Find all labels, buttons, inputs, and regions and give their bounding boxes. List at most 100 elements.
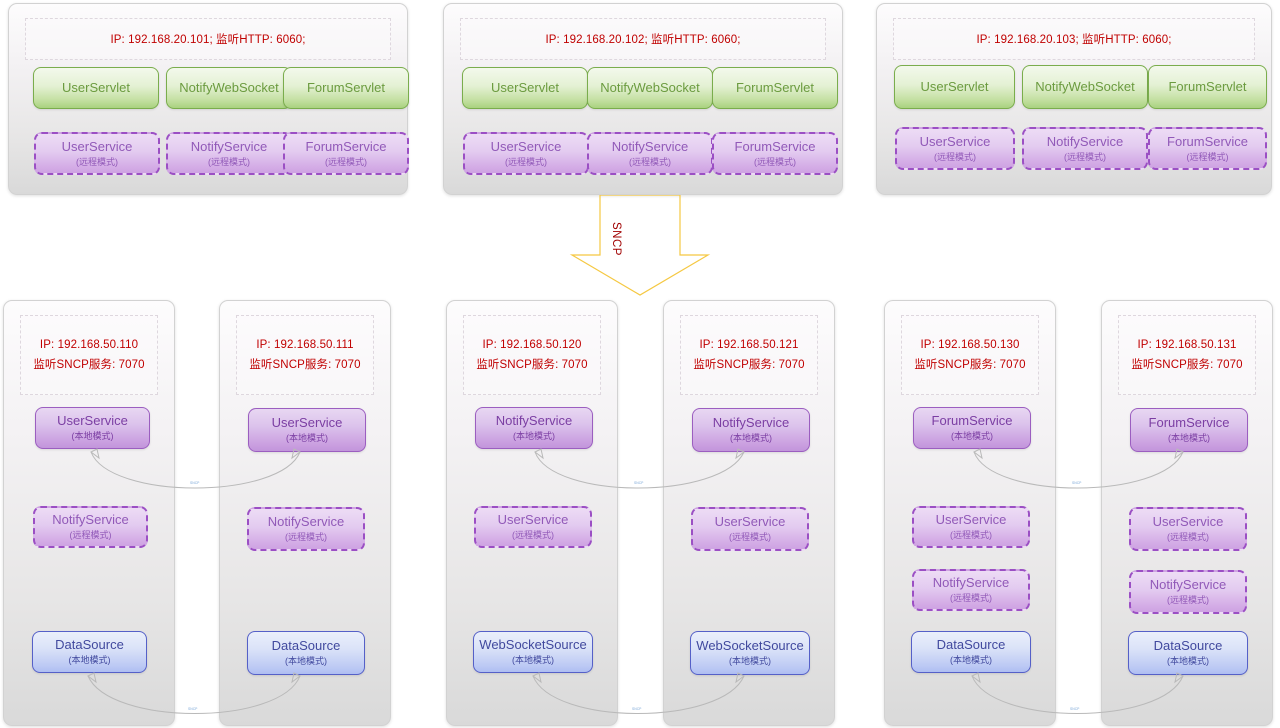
service-local-box[interactable]: UserService (本地模式): [35, 407, 150, 449]
service-remote-box[interactable]: NotifyService (远程模式): [912, 569, 1030, 611]
datasource-name: WebSocketSource: [696, 638, 804, 654]
service-host-info-4: IP: 192.168.50.121 监听SNCP服务: 7070: [680, 315, 818, 395]
datasource-name: DataSource: [55, 637, 124, 653]
service-mode: (本地模式): [1168, 433, 1210, 444]
connector-label: SNCP: [190, 481, 200, 485]
sncp-arrow-icon: [569, 195, 711, 296]
servlet-box[interactable]: NotifyWebSocket: [587, 67, 713, 109]
datasource-mode: (本地模式): [512, 655, 554, 666]
datasource-name: WebSocketSource: [479, 637, 587, 653]
datasource-box[interactable]: WebSocketSource (本地模式): [473, 631, 593, 673]
service-mode: (远程模式): [934, 151, 976, 162]
service-host-port-4: 监听SNCP服务: 7070: [693, 359, 805, 371]
datasource-box[interactable]: WebSocketSource (本地模式): [690, 631, 810, 675]
datasource-box[interactable]: DataSource (本地模式): [1128, 631, 1248, 675]
web-host-info-2: IP: 192.168.20.102; 监听HTTP: 6060;: [460, 18, 826, 60]
service-remote-box[interactable]: UserService (远程模式): [691, 507, 809, 551]
service-mode: (远程模式): [505, 156, 547, 167]
service-remote-box[interactable]: UserService (远程模式): [912, 506, 1030, 548]
service-host-info-3: IP: 192.168.50.120 监听SNCP服务: 7070: [463, 315, 601, 395]
service-name: UserService: [497, 512, 569, 528]
service-mode: (远程模式): [325, 156, 367, 167]
service-host-ip-6: IP: 192.168.50.131: [1137, 339, 1237, 351]
datasource-name: DataSource: [271, 638, 341, 654]
service-mode: (远程模式): [1186, 151, 1229, 162]
service-local-box[interactable]: NotifyService (本地模式): [692, 408, 810, 452]
service-name: UserService: [1152, 514, 1224, 530]
service-name: NotifyService: [712, 415, 790, 431]
service-remote-box[interactable]: UserService (远程模式): [463, 132, 589, 175]
web-host-ip-3: IP: 192.168.20.103; 监听HTTP: 6060;: [976, 34, 1172, 46]
datasource-box[interactable]: DataSource (本地模式): [32, 631, 147, 673]
service-remote-box[interactable]: UserService (远程模式): [34, 132, 160, 175]
service-name: UserService: [271, 415, 343, 431]
servlet-box[interactable]: UserServlet: [894, 65, 1015, 109]
datasource-mode: (本地模式): [68, 655, 111, 666]
service-mode: (远程模式): [69, 530, 112, 541]
service-remote-box[interactable]: UserService (远程模式): [1129, 507, 1247, 551]
service-remote-box[interactable]: NotifyService (远程模式): [587, 132, 713, 175]
servlet-label: NotifyWebSocket: [1035, 78, 1135, 94]
service-name: ForumService: [305, 138, 387, 154]
service-remote-box[interactable]: NotifyService (远程模式): [33, 506, 148, 548]
service-remote-box[interactable]: NotifyService (远程模式): [1129, 570, 1247, 614]
sncp-protocol-label: SNCP: [610, 222, 622, 256]
service-remote-box[interactable]: ForumService (远程模式): [283, 132, 409, 175]
service-remote-box[interactable]: ForumService (远程模式): [712, 132, 838, 175]
service-remote-box[interactable]: UserService (远程模式): [895, 127, 1015, 170]
servlet-label: NotifyWebSocket: [179, 79, 279, 95]
service-host-ip-3: IP: 192.168.50.120: [482, 339, 582, 351]
service-mode: (远程模式): [950, 593, 992, 604]
servlet-box[interactable]: NotifyWebSocket: [1022, 65, 1148, 109]
service-name: UserService: [714, 514, 786, 530]
service-remote-box[interactable]: NotifyService (远程模式): [166, 132, 292, 175]
datasource-box[interactable]: DataSource (本地模式): [911, 631, 1031, 673]
service-remote-box[interactable]: NotifyService (远程模式): [1022, 127, 1148, 170]
service-mode: (远程模式): [1064, 151, 1106, 162]
service-local-box[interactable]: ForumService (本地模式): [1130, 408, 1248, 452]
service-local-box[interactable]: ForumService (本地模式): [913, 407, 1031, 449]
connector-label: SNCP: [1072, 481, 1082, 485]
service-mode: (本地模式): [71, 431, 114, 442]
service-mode: (远程模式): [1167, 532, 1209, 543]
service-mode: (远程模式): [754, 156, 796, 167]
service-name: ForumService: [734, 138, 816, 154]
service-name: NotifyService: [932, 575, 1010, 591]
service-host-ip-1: IP: 192.168.50.110: [39, 339, 139, 351]
service-host-info-6: IP: 192.168.50.131 监听SNCP服务: 7070: [1118, 315, 1256, 395]
servlet-box[interactable]: ForumServlet: [712, 67, 838, 109]
service-local-box[interactable]: UserService (本地模式): [248, 408, 366, 452]
service-remote-box[interactable]: ForumService (远程模式): [1148, 127, 1267, 170]
service-host-port-2: 监听SNCP服务: 7070: [249, 359, 361, 371]
service-name: NotifyService: [611, 138, 689, 154]
datasource-mode: (本地模式): [1167, 656, 1209, 667]
service-host-panel-4: IP: 192.168.50.121 监听SNCP服务: 7070 Notify…: [663, 300, 835, 726]
service-name: UserService: [57, 413, 128, 429]
servlet-label: UserServlet: [62, 79, 130, 95]
service-remote-box[interactable]: UserService (远程模式): [474, 506, 592, 548]
service-mode: (远程模式): [208, 156, 250, 167]
service-remote-box[interactable]: NotifyService (远程模式): [247, 507, 365, 551]
service-name: NotifyService: [267, 514, 345, 530]
service-host-ip-4: IP: 192.168.50.121: [699, 339, 799, 351]
datasource-box[interactable]: DataSource (本地模式): [247, 631, 365, 675]
service-host-info-2: IP: 192.168.50.111 监听SNCP服务: 7070: [236, 315, 374, 395]
service-local-box[interactable]: NotifyService (本地模式): [475, 407, 593, 449]
service-mode: (远程模式): [76, 156, 118, 167]
service-host-info-1: IP: 192.168.50.110 监听SNCP服务: 7070: [20, 315, 158, 395]
service-name: NotifyService: [1046, 133, 1124, 149]
servlet-box[interactable]: ForumServlet: [283, 67, 409, 109]
service-host-ip-5: IP: 192.168.50.130: [920, 339, 1020, 351]
connector-label: SNCP: [634, 481, 644, 485]
web-host-info-1: IP: 192.168.20.101; 监听HTTP: 6060;: [25, 18, 391, 60]
servlet-box[interactable]: NotifyWebSocket: [166, 67, 292, 109]
service-host-port-3: 监听SNCP服务: 7070: [476, 359, 588, 371]
service-name: ForumService: [1167, 133, 1248, 149]
service-mode: (本地模式): [730, 433, 772, 444]
service-mode: (远程模式): [285, 532, 327, 543]
servlet-box[interactable]: UserServlet: [33, 67, 159, 109]
servlet-box[interactable]: UserServlet: [462, 67, 588, 109]
service-name: UserService: [61, 138, 133, 154]
servlet-label: ForumServlet: [1168, 78, 1247, 94]
servlet-box[interactable]: ForumServlet: [1148, 65, 1267, 109]
